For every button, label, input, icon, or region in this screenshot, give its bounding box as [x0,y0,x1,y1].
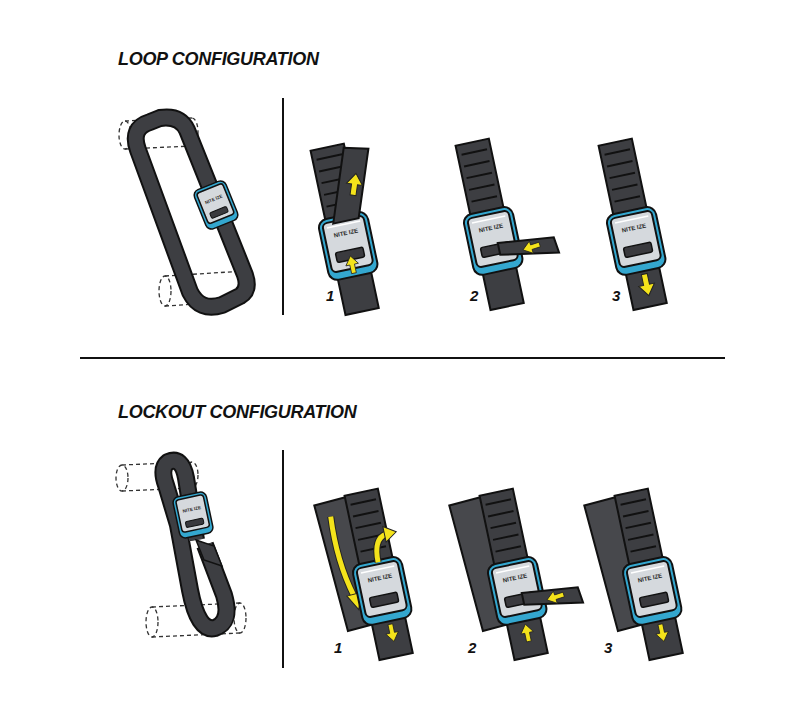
loop-step-1 [303,139,402,317]
strap [480,489,548,660]
divider [282,450,284,668]
brand-logo: NITE IZE [182,506,201,514]
yellow-arrow [636,272,656,297]
brand-logo: NITE IZE [502,573,527,584]
strap [599,139,667,310]
step-number: 1 [334,640,342,655]
strap-loop [136,118,247,307]
buckle [621,555,683,626]
strap-loop [163,461,226,629]
strap-end [498,231,559,265]
loop-step-3 [591,137,675,312]
yellow-arrow [545,588,566,606]
buckle [605,205,667,276]
dashed-bar [119,118,251,306]
yellow-arrow [328,516,354,597]
loop-overview [119,118,251,307]
lockout-step-1 [314,487,421,662]
brand-logo: NITE IZE [637,573,662,584]
loop-step-2 [448,129,568,311]
yellow-arrow [519,623,535,643]
buckle [192,179,239,231]
strap-loop [136,118,247,307]
brand-logo: NITE IZE [478,223,503,234]
divider [282,98,284,315]
step-number: 3 [604,640,612,655]
buckle [172,491,214,539]
buckle [351,555,413,626]
yellow-arrow [383,524,398,542]
section-heading: LOCKOUT CONFIGURATION [118,403,356,421]
step-number: 3 [612,288,620,303]
brand-logo: NITE IZE [367,573,392,584]
strap [615,489,683,660]
step-number: 2 [470,288,478,303]
brand-logo: NITE IZE [333,228,358,239]
strap [345,489,413,660]
strap-end [318,143,382,224]
lockout-step-2 [449,479,591,661]
strap-loop [163,461,226,629]
brand-logo: NITE IZE [621,223,646,234]
section-heading: LOOP CONFIGURATION [118,50,319,68]
yellow-arrow [654,623,670,643]
yellow-arrow [344,255,360,275]
yellow-arrow [345,172,364,196]
yellow-arrow [521,238,542,256]
yellow-arrow [384,623,400,643]
yellow-arrow [328,516,354,597]
lockout-step-3 [584,487,690,662]
divider [80,357,725,359]
step-number: 2 [468,640,476,655]
brand-logo: NITE IZE [205,194,224,205]
strap [456,139,524,310]
step-number: 1 [326,288,334,303]
strap-end [522,581,583,615]
lockout-overview [116,461,246,637]
strap-end [196,540,222,566]
